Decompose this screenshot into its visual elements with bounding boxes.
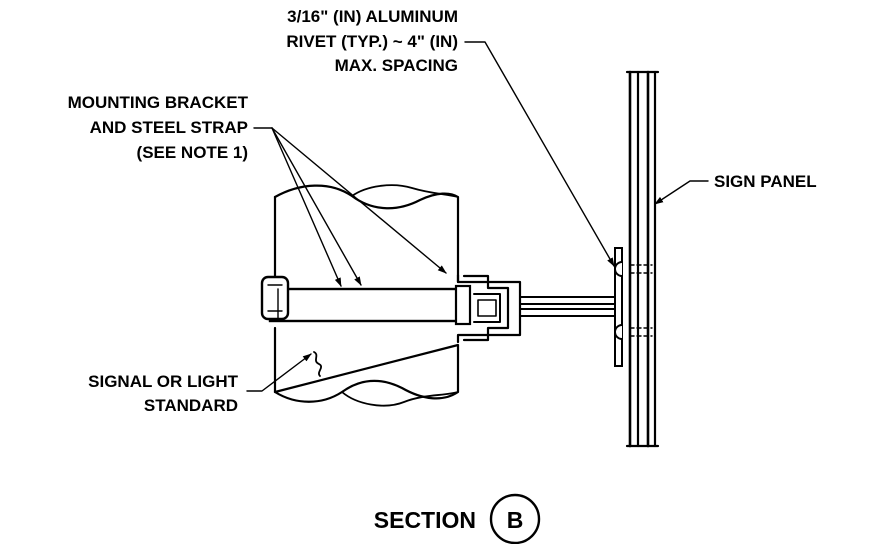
standard-label: SIGNAL OR LIGHT STANDARD	[88, 372, 238, 415]
rivets	[614, 261, 653, 340]
standard-label-line-2: STANDARD	[144, 396, 238, 415]
bracket-label-line-1: MOUNTING BRACKET	[68, 93, 249, 112]
bracket-label: MOUNTING BRACKET AND STEEL STRAP (SEE NO…	[68, 93, 249, 162]
standard-label-line-1: SIGNAL OR LIGHT	[88, 372, 238, 391]
section-marker-letter: B	[507, 507, 524, 533]
bracket-label-line-2: AND STEEL STRAP	[90, 118, 248, 137]
section-marker-circle	[489, 493, 541, 544]
leader-lines	[246, 41, 709, 392]
steel-strap	[260, 275, 472, 326]
rivet-label: 3/16" (IN) ALUMINUM RIVET (TYP.) ~ 4" (I…	[286, 7, 458, 75]
section-title: SECTION B	[374, 493, 541, 544]
pole	[273, 184, 460, 407]
rivet-label-line-1: 3/16" (IN) ALUMINUM	[287, 7, 458, 26]
sign-panel-label: SIGN PANEL	[714, 172, 817, 191]
section-title-text: SECTION	[374, 507, 476, 533]
rivet-label-line-3: MAX. SPACING	[335, 56, 458, 75]
rivet-label-line-2: RIVET (TYP.) ~ 4" (IN)	[286, 32, 458, 51]
mounting-bracket	[456, 247, 623, 367]
bracket-label-line-3: (SEE NOTE 1)	[137, 143, 248, 162]
sign-panel	[625, 70, 660, 448]
